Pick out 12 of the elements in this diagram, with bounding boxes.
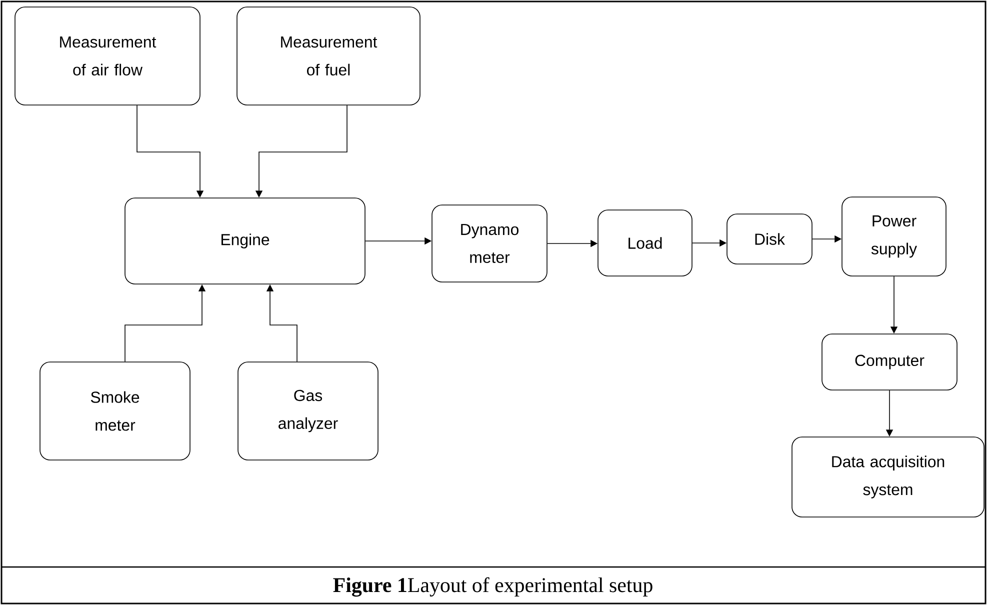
process-box: Gas analyzer	[238, 362, 378, 460]
process-box: Measurement of air flow	[14, 6, 200, 106]
process-box: Load	[598, 210, 692, 276]
process-box: Disk	[726, 214, 812, 264]
process-box: Smoke meter	[40, 362, 190, 460]
process-box: Engine	[124, 198, 366, 284]
process-box: Data acquisition system	[792, 436, 984, 518]
process-box: Measurement of fuel	[236, 6, 420, 106]
process-box: Dynamo meter	[432, 204, 548, 282]
process-box: Power supply	[842, 196, 946, 276]
process-box: Computer	[822, 334, 958, 390]
figure-caption: Figure 1Layout of experimental setup	[333, 577, 652, 597]
